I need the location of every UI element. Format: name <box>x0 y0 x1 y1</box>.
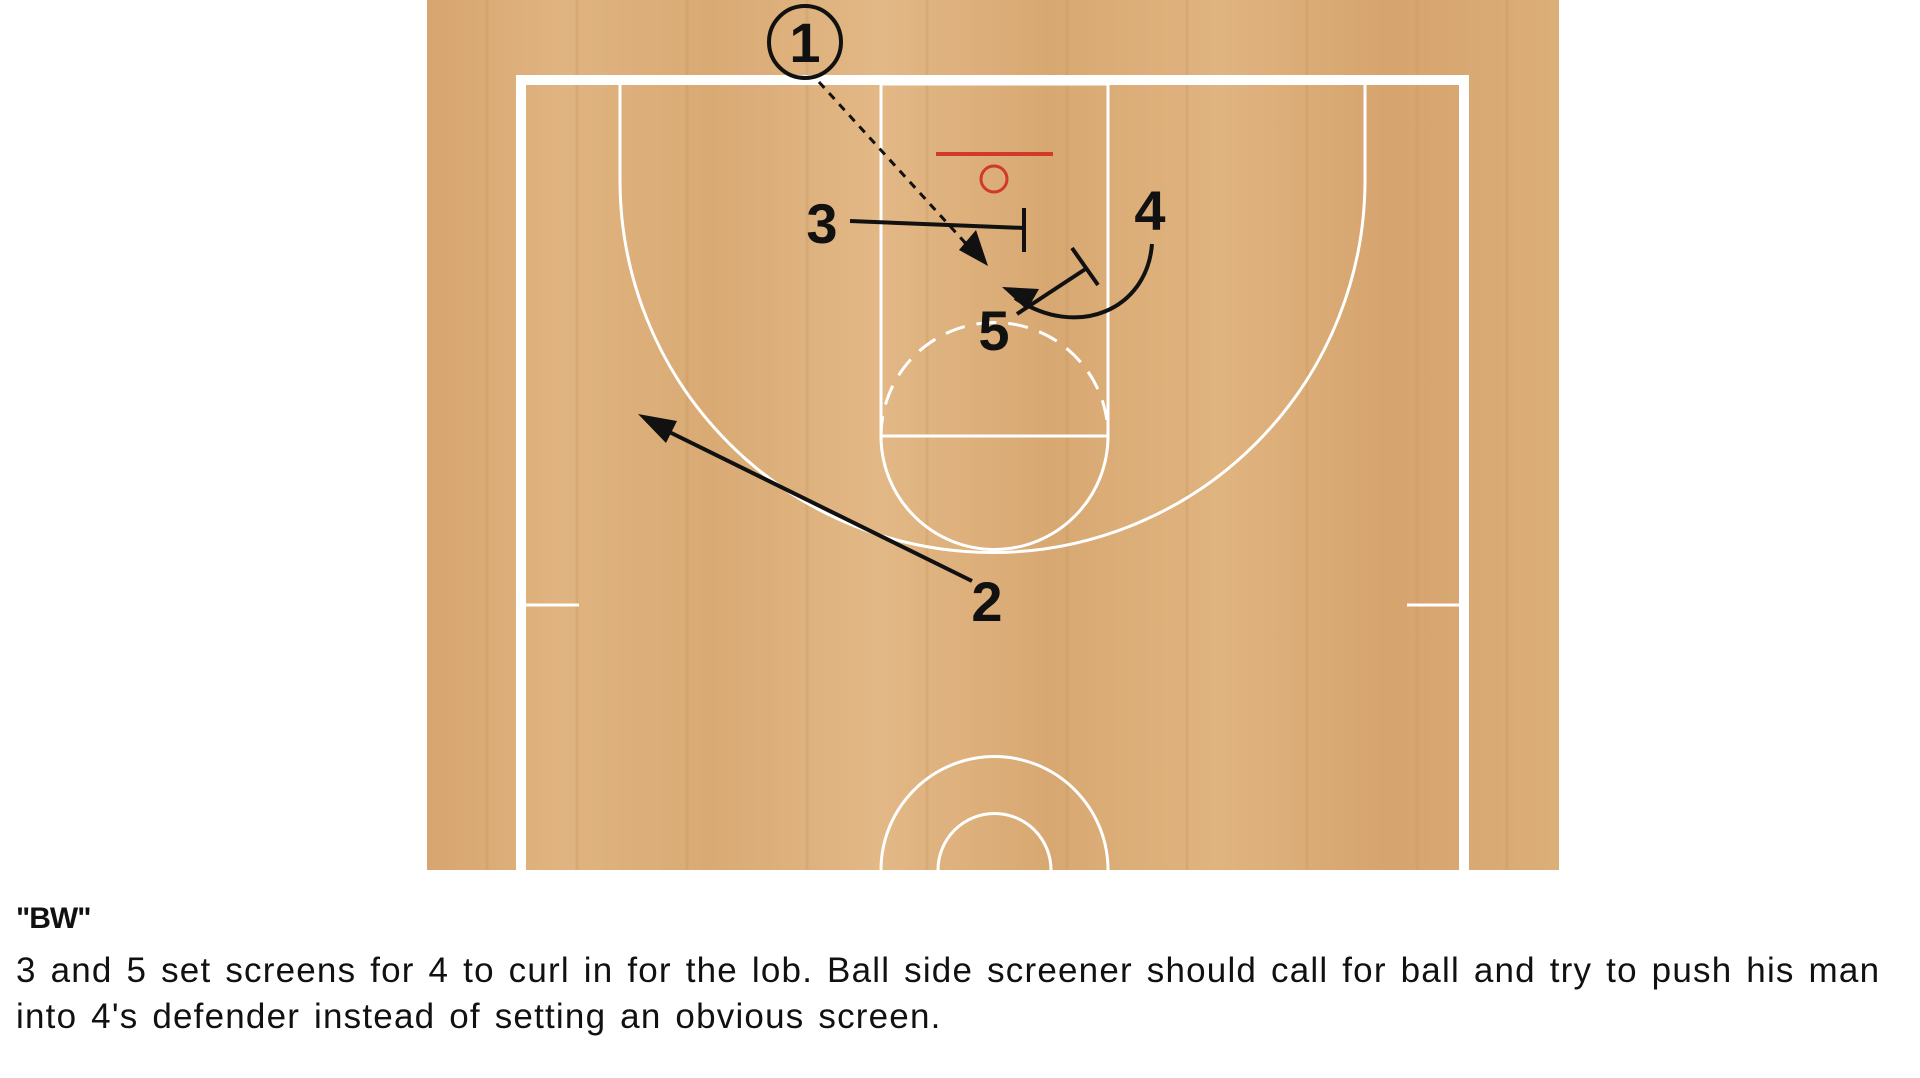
play-actions <box>638 80 1154 583</box>
rim <box>979 164 1009 194</box>
court-lines <box>516 75 1469 870</box>
screen-bar-5 <box>1070 246 1100 287</box>
free-throw-lane <box>879 82 1110 438</box>
three-point-arc <box>618 84 1367 554</box>
play-diagram: 1 3 4 5 2 <box>427 0 1559 870</box>
player-3-label: 3 <box>806 192 837 255</box>
cut-arrowhead-2 <box>638 414 677 443</box>
player-5-label: 5 <box>978 299 1009 362</box>
basket <box>936 152 1053 194</box>
player-1-label: 1 <box>789 11 820 74</box>
player-labels: 1 3 4 5 2 <box>789 11 1165 633</box>
player-2-label: 2 <box>971 570 1002 633</box>
player-1-circle <box>767 4 843 80</box>
cut-path-2 <box>646 419 973 583</box>
center-circle-inner <box>936 812 1053 870</box>
play-description: 3 and 5 set screens for 4 to curl in for… <box>16 951 1881 1036</box>
screen-path-3 <box>849 219 1025 230</box>
cut-arrowhead-4 <box>1002 287 1039 310</box>
player-4-label: 4 <box>1134 179 1165 242</box>
free-throw-circle-bottom <box>879 435 1110 551</box>
play-name: "BW" <box>16 902 91 935</box>
free-throw-circle-top-dashed <box>879 321 1110 437</box>
sideline-and-baseline <box>516 75 1469 870</box>
pass-arrowhead-main <box>959 230 988 266</box>
center-circle-outer <box>879 755 1110 870</box>
pass-line-1 <box>817 80 981 260</box>
cut-path-4 <box>1013 243 1154 320</box>
